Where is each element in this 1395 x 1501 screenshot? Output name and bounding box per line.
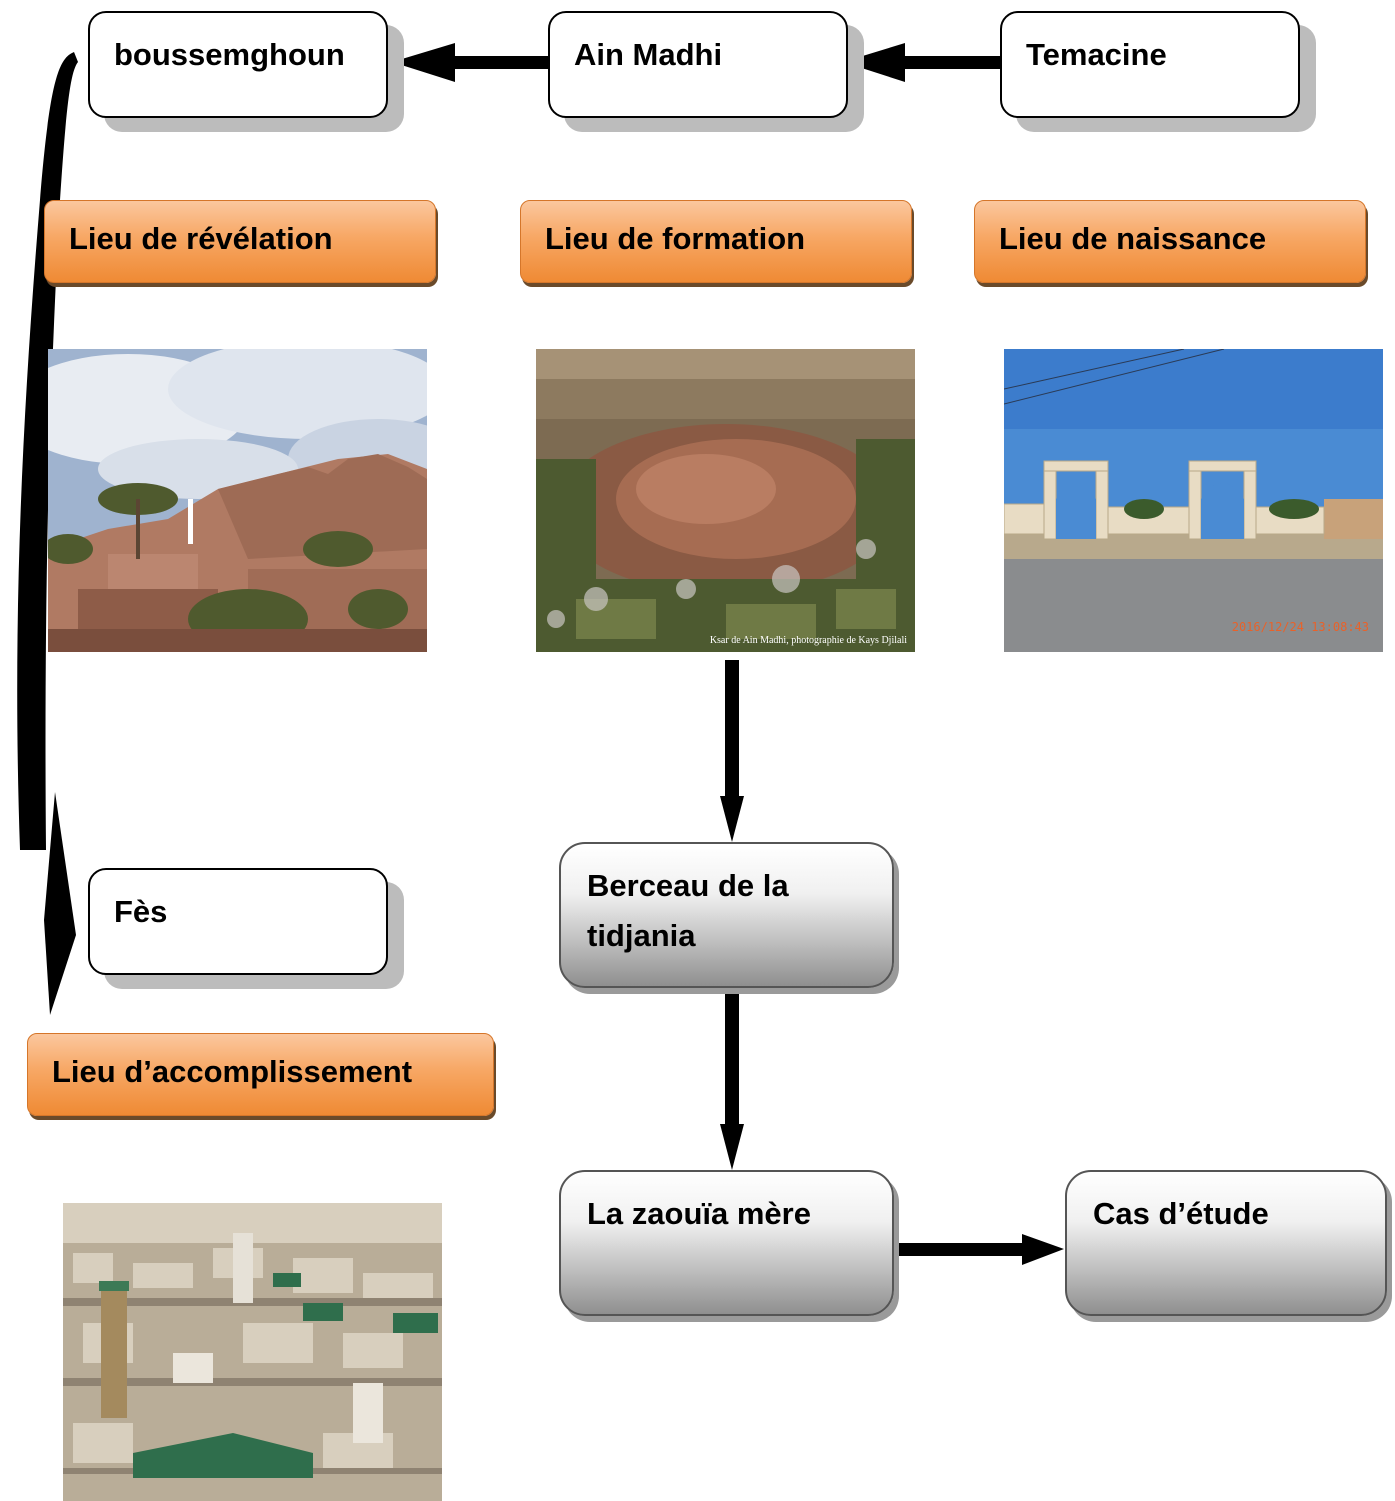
photo-ain-madhi-caption: Ksar de Ain Madhi, photographie de Kays … xyxy=(709,635,907,646)
node-boussemghoun-label: boussemghoun xyxy=(114,37,345,72)
node-zaouia-mere-label: La zaouïa mère xyxy=(587,1196,811,1231)
label-revelation-text: Lieu de révélation xyxy=(69,221,333,256)
photo-temacine: 2016/12/24 13:08:43 xyxy=(1004,349,1383,652)
node-berceau-line2: tidjania xyxy=(587,918,696,953)
label-accomplissement-text: Lieu d’accomplissement xyxy=(52,1054,413,1089)
arrow-formation-to-berceau xyxy=(720,660,744,842)
label-revelation: Lieu de révélation xyxy=(44,200,436,283)
label-naissance-text: Lieu de naissance xyxy=(999,221,1267,256)
label-formation-text: Lieu de formation xyxy=(545,221,806,256)
node-ain-madhi: Ain Madhi xyxy=(548,11,848,118)
node-fes: Fès xyxy=(88,868,388,975)
node-berceau-tidjania: Berceau de la tidjania xyxy=(559,842,894,988)
node-ain-madhi-label: Ain Madhi xyxy=(574,37,723,72)
node-temacine-label: Temacine xyxy=(1026,37,1167,72)
label-naissance: Lieu de naissance xyxy=(974,200,1366,283)
photo-ain-madhi: Ksar de Ain Madhi, photographie de Kays … xyxy=(536,349,915,652)
arrow-temacine-to-ain-madhi xyxy=(843,43,1005,82)
node-zaouia-mere: La zaouïa mère xyxy=(559,1170,894,1316)
node-berceau-line1: Berceau de la xyxy=(587,868,789,903)
node-cas-etude-label: Cas d’étude xyxy=(1093,1196,1269,1231)
node-temacine: Temacine xyxy=(1000,11,1300,118)
photo-boussemghoun xyxy=(48,349,427,652)
arrow-berceau-to-zaouia xyxy=(720,988,744,1170)
arrow-ain-madhi-to-boussemghoun xyxy=(392,43,553,82)
label-formation: Lieu de formation xyxy=(520,200,912,283)
photo-temacine-timestamp: 2016/12/24 13:08:43 xyxy=(1231,620,1369,634)
node-boussemghoun: boussemghoun xyxy=(88,11,388,118)
node-fes-label: Fès xyxy=(114,894,168,929)
node-cas-etude: Cas d’étude xyxy=(1065,1170,1387,1316)
label-accomplissement: Lieu d’accomplissement xyxy=(27,1033,494,1116)
arrow-zaouia-to-cas-etude xyxy=(893,1234,1064,1265)
photo-fes xyxy=(63,1203,442,1501)
